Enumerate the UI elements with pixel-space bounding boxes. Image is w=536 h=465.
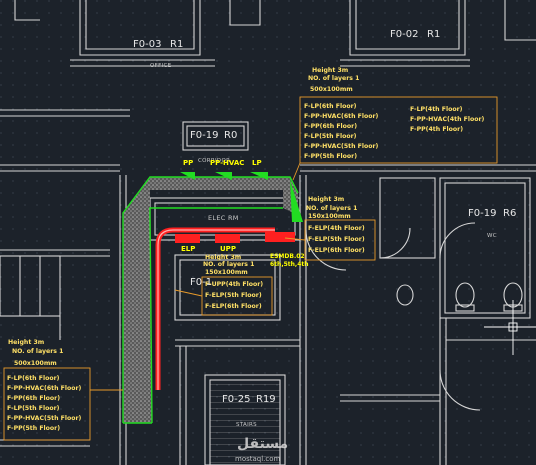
- note-line: Height 3m: [205, 254, 241, 261]
- note-line: F-PP-HVAC(5th Floor): [7, 415, 82, 422]
- note-line: F-PP-HVAC(5th Floor): [304, 143, 379, 150]
- room-id: F0-02: [390, 29, 418, 40]
- note-line: F-LP(6th Floor): [304, 103, 357, 110]
- room-number: R19: [256, 394, 276, 405]
- note-line: 150x100mm: [308, 213, 351, 220]
- note-line: F-PP-HVAC(4th Floor): [410, 116, 485, 123]
- tag-upp: UPP: [220, 245, 236, 253]
- cad-crosshair-icon: [484, 300, 536, 355]
- room-name: WC: [487, 233, 497, 239]
- note-line: NO. of layers 1: [12, 348, 63, 355]
- note-line: F-LP(5th Floor): [304, 133, 357, 140]
- note-line: 150x100mm: [205, 269, 248, 276]
- room-f025: F0-25 R19 STAIRS: [222, 394, 276, 428]
- room-id: F0-25: [222, 394, 250, 405]
- note-line: Height 3m: [8, 339, 44, 346]
- elec-room-name: ELEC RM: [208, 214, 239, 222]
- watermark-latin: mostaql.com: [235, 455, 281, 463]
- note-line: F-PP(6th Floor): [304, 123, 357, 130]
- room-f002: F0-02 R1: [390, 29, 440, 40]
- tag-floors: 6th,5th,4th: [270, 261, 309, 268]
- room-number: R1: [427, 29, 440, 40]
- red-cable-tray: [155, 227, 295, 390]
- note-center: Height 3m NO. of layers 1 150x100mm F-UP…: [203, 254, 263, 310]
- note-line: F-PP-HVAC(6th Floor): [304, 113, 379, 120]
- top-duct-tags: PP PP-HVAC LP: [183, 159, 262, 167]
- note-leaders: [3, 96, 498, 441]
- room-f003: F0-03 R1 OFFICE: [133, 39, 183, 69]
- tag-pp-hvac: PP-HVAC: [210, 159, 244, 167]
- note-line: Height 3m: [308, 196, 344, 203]
- room-id: F0-03: [133, 39, 161, 50]
- green-cable-tray: [122, 172, 303, 424]
- room-id: F0-19: [468, 208, 496, 219]
- note-line: F-PP-HVAC(6th Floor): [7, 385, 82, 392]
- room-number: R6: [503, 208, 516, 219]
- note-line: NO. of layers 1: [308, 75, 359, 82]
- watermark: مستقل mostaql.com: [235, 436, 288, 463]
- note-line: 500x100mm: [14, 360, 57, 367]
- room-f019: F0-19 R0 CORRIDOR: [190, 130, 237, 164]
- note-line: F-LP(4th Floor): [410, 106, 463, 113]
- note-line: F-UPP(4th Floor): [205, 281, 263, 288]
- note-line: F-LP(6th Floor): [7, 375, 60, 382]
- note-line: F-PP(5th Floor): [304, 153, 357, 160]
- note-line: 500x100mm: [310, 86, 353, 93]
- note-line: F-PP(4th Floor): [410, 126, 463, 133]
- watermark-arabic: مستقل: [237, 436, 288, 452]
- room-number: R0: [224, 130, 237, 141]
- room-number: R1: [170, 39, 183, 50]
- room-name: CORRIDOR: [198, 158, 230, 164]
- room-name: OFFICE: [150, 63, 172, 69]
- room-name: STAIRS: [236, 422, 257, 428]
- note-line: F-ELP(6th Floor): [205, 303, 262, 310]
- note-line: F-PP(6th Floor): [7, 395, 60, 402]
- room-f018: F0-19 R6 WC: [468, 208, 516, 239]
- room-id: F0-19: [190, 130, 218, 141]
- note-line: F-ELP(5th Floor): [308, 236, 365, 243]
- note-line: NO. of layers 1: [203, 261, 254, 268]
- tag-lp: LP: [252, 159, 262, 167]
- tag-elp: ELP: [181, 245, 195, 253]
- note-line: F-PP(5th Floor): [7, 425, 60, 432]
- note-line: Height 3m: [312, 67, 348, 74]
- note-top: Height 3m NO. of layers 1 500x100mm F-LP…: [304, 67, 485, 160]
- room-f017-id: F0-1: [190, 277, 212, 288]
- note-right: Height 3m NO. of layers 1 150x100mm F-EL…: [306, 196, 365, 254]
- tag-pp: PP: [183, 159, 193, 167]
- note-line: NO. of layers 1: [306, 205, 357, 212]
- note-line: F-LP(5th Floor): [7, 405, 60, 412]
- note-line: F-ELP(5th Floor): [205, 292, 262, 299]
- note-line: F-ELP(6th Floor): [308, 247, 365, 254]
- tag-esmdb: ESMDB.02: [270, 253, 305, 260]
- red-duct-tags: ELP UPP ESMDB.02 6th,5th,4th: [181, 245, 309, 268]
- note-line: F-ELP(4th Floor): [308, 225, 365, 232]
- note-left: Height 3m NO. of layers 1 500x100mm F-LP…: [7, 339, 82, 432]
